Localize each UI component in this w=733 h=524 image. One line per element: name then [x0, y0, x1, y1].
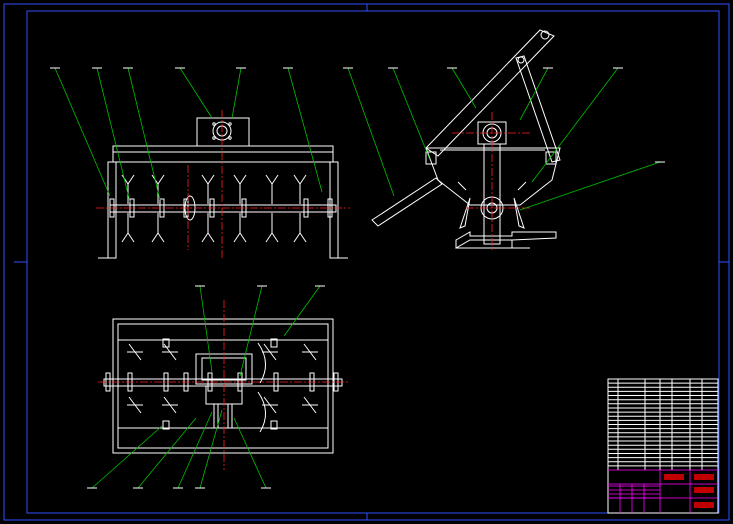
leader-line	[127, 67, 161, 201]
tine-plan	[262, 396, 278, 414]
tine-plan	[127, 396, 143, 414]
leader-line	[519, 161, 661, 211]
title-block-name-cell	[664, 474, 684, 480]
top-view	[98, 300, 348, 470]
tine-plan	[302, 343, 318, 361]
leader-line	[519, 67, 549, 121]
title-block	[607, 378, 719, 514]
tine-pair	[151, 174, 165, 243]
tine-plan	[302, 396, 318, 414]
title-block-material-cell	[694, 487, 714, 493]
bolt-plate	[270, 338, 278, 348]
leader-line	[392, 67, 431, 161]
tine-pair	[293, 174, 307, 243]
leader-line	[179, 67, 213, 119]
tine-pair	[121, 174, 135, 243]
leader-line	[137, 417, 197, 489]
leader-line	[451, 67, 477, 109]
leader-line	[233, 417, 267, 489]
leader-line	[347, 67, 395, 197]
leader-line	[199, 285, 213, 373]
bolt-plate	[270, 420, 278, 430]
tine-pair	[265, 174, 279, 243]
tine-plan	[262, 343, 278, 361]
tine-plan	[162, 343, 178, 361]
tine-plan	[127, 343, 143, 361]
leader-line	[231, 67, 242, 119]
side-view	[371, 29, 561, 250]
leader-lines	[50, 67, 665, 489]
leader-line	[96, 67, 131, 203]
front-view	[96, 110, 350, 260]
title-block-drawing-number-cell	[694, 474, 714, 480]
leader-line	[177, 411, 213, 489]
tine-plan	[162, 396, 178, 414]
leader-line	[54, 67, 111, 197]
title-block-scale-cell	[694, 502, 714, 508]
sheet-border	[3, 3, 730, 521]
bolt-plate	[162, 420, 170, 430]
leader-line	[199, 409, 223, 489]
tine-pair	[201, 174, 215, 243]
leader-line	[531, 67, 619, 183]
leader-line	[287, 67, 323, 193]
leader-line	[239, 285, 263, 377]
tine-pair	[233, 174, 247, 243]
leader-line	[91, 425, 163, 489]
leader-line	[283, 285, 321, 337]
